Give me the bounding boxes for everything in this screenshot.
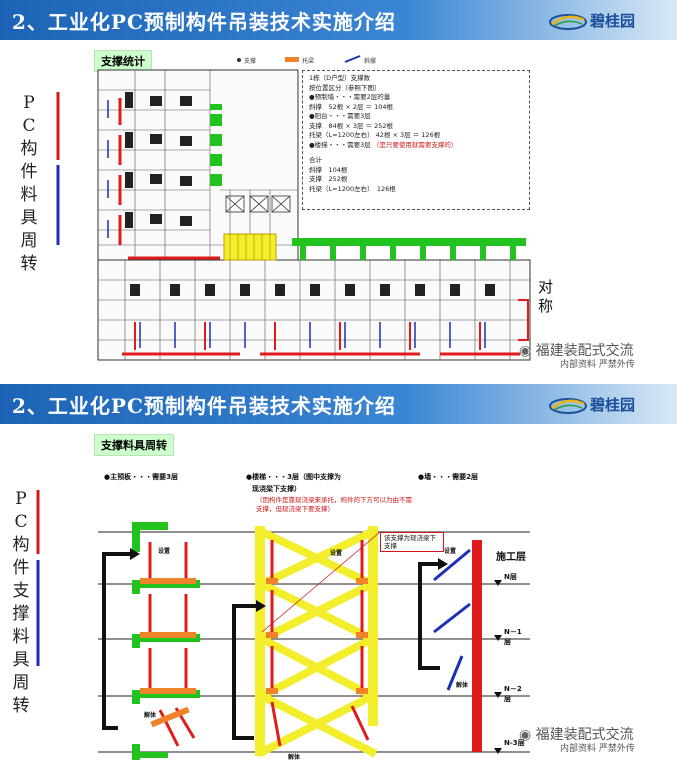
wechat-icon: ◉ bbox=[519, 727, 532, 743]
legend-brace: 斜撑 bbox=[364, 58, 377, 65]
note-line: 托梁（L=1200左右） 42根 × 3层 ＝ 126根 bbox=[309, 131, 441, 139]
caption-wall: ●墙・・・需要2层 bbox=[418, 473, 478, 481]
watermark-text: 福建装配式交流 bbox=[535, 727, 634, 743]
symmetric-label: 对称 bbox=[538, 278, 554, 315]
slide-title: 2、工业化PC预制构件吊装技术实施介绍 bbox=[12, 394, 396, 418]
note-total-title: 合计 bbox=[309, 156, 322, 164]
logo-text: 碧桂园 bbox=[590, 396, 636, 414]
watermark-sub: 内部资料 严禁外传 bbox=[560, 744, 635, 754]
legend-beam: 托梁 bbox=[302, 58, 315, 65]
label-install: 设置 bbox=[444, 548, 457, 555]
watermark-sub: 内部资料 严禁外传 bbox=[560, 360, 635, 370]
note-total-line: 托梁（L=1200左右） 126根 bbox=[309, 184, 396, 193]
label-remove: 解体 bbox=[288, 754, 301, 761]
watermark: ◉ 福建装配式交流 bbox=[519, 340, 634, 360]
label-remove: 解体 bbox=[456, 682, 469, 689]
note-line: ●阳台・・・需要3层 bbox=[309, 112, 371, 120]
note-line: ●楼梯・・・需要3层 （是只要使用就需要支撑的） bbox=[309, 141, 523, 151]
level-n: N层 bbox=[504, 573, 517, 581]
level-n-2: N－2层 bbox=[504, 685, 522, 703]
note-line: 支撑 84根 × 3层 ＝ 252根 bbox=[309, 121, 394, 130]
note-total-line: 支撑 252根 bbox=[309, 175, 348, 183]
note-line: ●预制墙・・・需要2层的量 bbox=[309, 93, 391, 101]
level-n-1: N－1层 bbox=[504, 628, 522, 646]
side-label: PC构件支撑料具周转 bbox=[12, 489, 30, 716]
support-count-note: 1栋（D户型）支撑数 按位置区分（参照下图） ●预制墙・・・需要2层的量 斜撑 … bbox=[302, 70, 530, 210]
watermark-text: 福建装配式交流 bbox=[535, 343, 634, 359]
level-n-3: N-3层 bbox=[504, 739, 525, 747]
stair-note: （因构件是靠现浇梁来承托，构件的下方可以为由不需支撑，但现浇梁下要支撑） bbox=[256, 496, 412, 513]
callout-beam-support: 该支撑为现浇梁下支撑 bbox=[380, 532, 444, 552]
note-line: 按位置区分（参照下图） bbox=[309, 83, 381, 92]
company-logo: 碧桂园 bbox=[548, 8, 668, 34]
caption-slab: ●主预板・・・需要3层 bbox=[104, 473, 178, 481]
support-turnover-diagram bbox=[36, 490, 530, 760]
note-total-line: 斜撑 104根 bbox=[309, 165, 348, 174]
note-stair: ●楼梯・・・需要3层 bbox=[309, 140, 371, 149]
label-install: 设置 bbox=[330, 550, 343, 557]
logo-emblem-icon bbox=[549, 398, 587, 414]
title-banner: 2、工业化PC预制构件吊装技术实施介绍 碧桂园 bbox=[0, 384, 677, 424]
section-label: 支撑料具周转 bbox=[94, 434, 174, 456]
watermark: ◉ 福建装配式交流 bbox=[519, 724, 634, 744]
caption-stair-2: 现浇梁下支撑） bbox=[252, 485, 301, 493]
slide-title: 2、工业化PC预制构件吊装技术实施介绍 bbox=[12, 10, 396, 34]
label-remove: 解体 bbox=[144, 712, 157, 719]
floor-plan-drawing bbox=[56, 55, 531, 361]
company-logo: 碧桂园 bbox=[548, 392, 668, 418]
note-line: 斜撑 52根 × 2层 ＝ 104根 bbox=[309, 102, 394, 111]
slide-support-statistics: 2、工业化PC预制构件吊装技术实施介绍 碧桂园 支撑统计 PC构件料具周转 bbox=[0, 0, 677, 370]
slide-support-turnover: 2、工业化PC预制构件吊装技术实施介绍 碧桂园 支撑料具周转 PC构件支撑料具周… bbox=[0, 384, 677, 768]
logo-emblem-icon bbox=[549, 14, 587, 30]
note-red: （是只要使用就需要支撑的） bbox=[372, 140, 458, 149]
label-install: 设置 bbox=[158, 548, 171, 555]
caption-stair: ●楼梯・・・3层（图中支撑为 bbox=[246, 473, 341, 481]
legend-support: 支撑 bbox=[244, 58, 257, 65]
level-work: 施工层 bbox=[496, 552, 526, 563]
title-banner: 2、工业化PC预制构件吊装技术实施介绍 碧桂园 bbox=[0, 0, 677, 40]
side-label: PC构件料具周转 bbox=[20, 93, 38, 274]
note-line: 1栋（D户型）支撑数 bbox=[309, 74, 371, 82]
wechat-icon: ◉ bbox=[519, 343, 532, 359]
logo-text: 碧桂园 bbox=[590, 12, 636, 30]
